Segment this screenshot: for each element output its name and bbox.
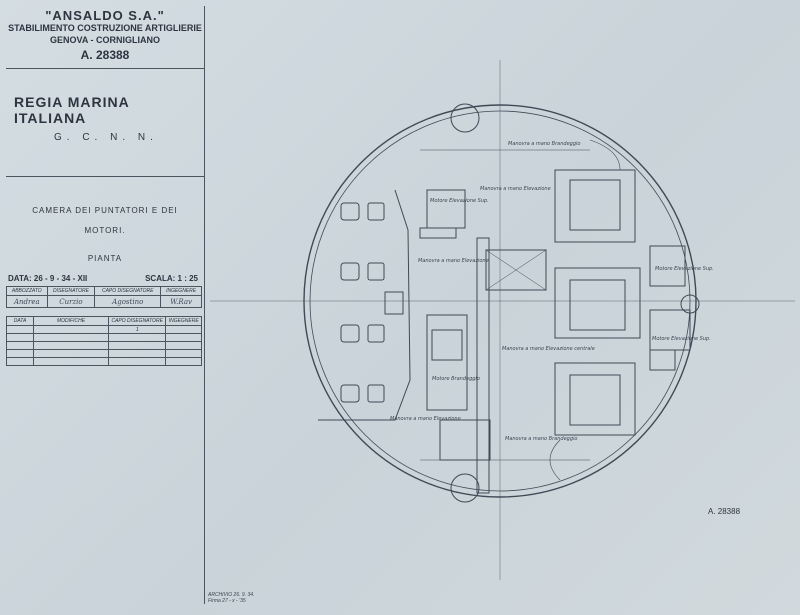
rev-mark: 1: [107, 325, 167, 334]
motor-left: [419, 189, 466, 239]
drawing-date: DATA: 26 - 9 - 34 - XII: [8, 274, 88, 283]
stamp-line-1: ARCHIVIO 26. 9. 34.: [208, 592, 255, 598]
lower-gear-box: [439, 419, 491, 461]
signature: Curzio: [46, 295, 96, 308]
brandeggio-motor: [426, 314, 468, 411]
inner-ring: [309, 110, 691, 492]
rev-header: INGEGNERE: [165, 316, 202, 326]
sig-header: INGEGNERE: [160, 286, 202, 296]
drawing-number: A. 28388: [80, 48, 130, 62]
motor-housing: [431, 329, 463, 361]
signature-table: ABBOZZATO DISEGNATORE CAPO DISEGNATORE I…: [6, 286, 202, 308]
gear-box: [485, 249, 547, 291]
right-handwheel: [680, 294, 700, 314]
sig-header: DISEGNATORE: [46, 286, 96, 296]
rev-header: DATA: [6, 316, 34, 326]
vertical-shaft: [476, 237, 490, 494]
drawing-label: Manovra a mano Brandeggio: [505, 436, 577, 442]
signature: Agostino: [94, 295, 162, 308]
company-header: "ANSALDO S.A." STABILIMENTO COSTRUZIONE …: [6, 8, 204, 62]
bottom-handwheel: [450, 473, 480, 503]
rev-header: MODIFICHE: [33, 316, 109, 326]
sig-header: CAPO DISEGNATORE: [94, 286, 162, 296]
title-block: "ANSALDO S.A." STABILIMENTO COSTRUZIONE …: [6, 6, 205, 604]
divider: [6, 176, 204, 177]
signature: Andrea: [6, 295, 48, 308]
company-name: "ANSALDO S.A.": [45, 8, 165, 23]
rev-header: CAPO DISEGNATORE: [107, 316, 167, 326]
subject-view: PIANTA: [87, 254, 123, 263]
office-code: G. C. N. N.: [54, 132, 158, 143]
revision-table: DATA MODIFICHE CAPO DISEGNATORE INGEGNER…: [6, 316, 202, 366]
drawing-label: Manovra a mano Elevazione centrale: [502, 346, 595, 352]
company-location: GENOVA - CORNIGLIANO: [50, 35, 160, 45]
top-handwheel: [450, 103, 480, 133]
drawing-label: Motore Elevazione Sup.: [652, 336, 711, 342]
outer-ring: [303, 104, 697, 498]
stamp-line-2: Firma 27 - x - '35: [208, 598, 246, 604]
drawing-label: Manovra a mano Brandeggio: [508, 141, 580, 147]
drawing-scale: SCALA: 1 : 25: [145, 274, 198, 283]
subject-line-1: CAMERA DEI PUNTATORI E DEI: [32, 206, 178, 215]
drawing-label: Manovra a mano Elevazione: [390, 416, 461, 422]
subject-line-2: MOTORI.: [84, 226, 126, 235]
drawing-label: Motore Brandeggio: [432, 376, 480, 382]
plan-drawing: Manovra a mano Brandeggio Motore Elevazi…: [210, 60, 795, 580]
drawing-label: Motore Elevazione Sup.: [430, 198, 489, 204]
drawing-label: Manovra a mano Elevazione: [480, 186, 551, 192]
divider: [6, 68, 204, 69]
operator-seats: [318, 189, 411, 421]
signature: W.Rav: [160, 295, 202, 308]
archive-stamp: ARCHIVIO 26. 9. 34. Firma 27 - x - '35: [208, 592, 254, 604]
gun-mounts: [554, 169, 641, 436]
drawing-label: Motore Elevazione Sup.: [655, 266, 714, 272]
right-motors: [649, 245, 691, 371]
client-name: REGIA MARINA ITALIANA: [14, 94, 130, 126]
reference-number: A. 28388: [708, 507, 741, 516]
sig-header: ABBOZZATO: [6, 286, 48, 296]
company-division: STABILIMENTO COSTRUZIONE ARTIGLIERIE: [8, 23, 202, 33]
drawing-label: Manovra a mano Elevazione: [418, 258, 489, 264]
